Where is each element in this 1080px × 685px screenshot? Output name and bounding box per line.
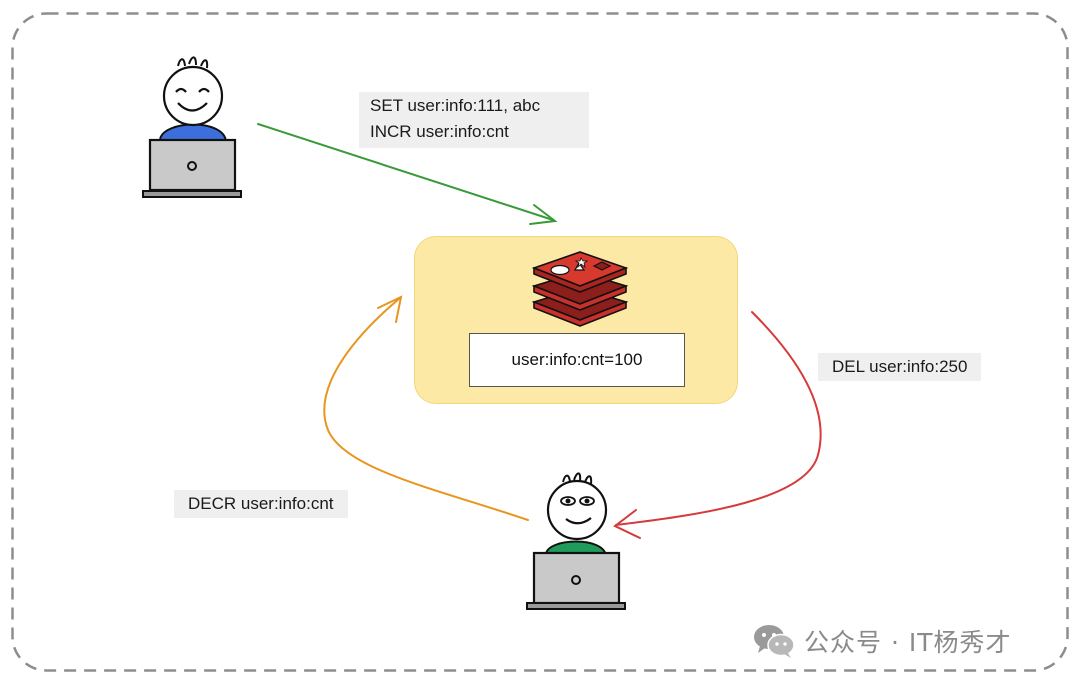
decr-arrow [323,295,529,521]
decr-command-label: DECR user:info:cnt [174,490,348,518]
incr-command-line: INCR user:info:cnt [370,122,509,141]
decr-command-text: DECR user:info:cnt [188,494,334,513]
wechat-icon [754,625,795,658]
del-arrow [613,311,822,539]
key-value-box: user:info:cnt=100 [469,333,685,387]
del-command-label: DEL user:info:250 [818,353,982,381]
laptop-icon [526,551,626,610]
watermark: 公众号 · IT杨秀才 [752,622,1012,660]
del-command-text: DEL user:info:250 [832,357,968,376]
key-value-text: user:info:cnt=100 [511,350,643,369]
user-happy-icon [159,56,227,151]
laptop-icon [142,138,242,198]
set-command-label: SET user:info:111, abc INCR user:info:cn… [359,92,589,148]
watermark-text: 公众号 · IT杨秀才 [804,628,1012,657]
user-neutral-icon [545,472,608,563]
redis-logo-icon [531,251,629,327]
set-command-line: SET user:info:111, abc [370,96,541,115]
set-arrow [257,123,558,225]
